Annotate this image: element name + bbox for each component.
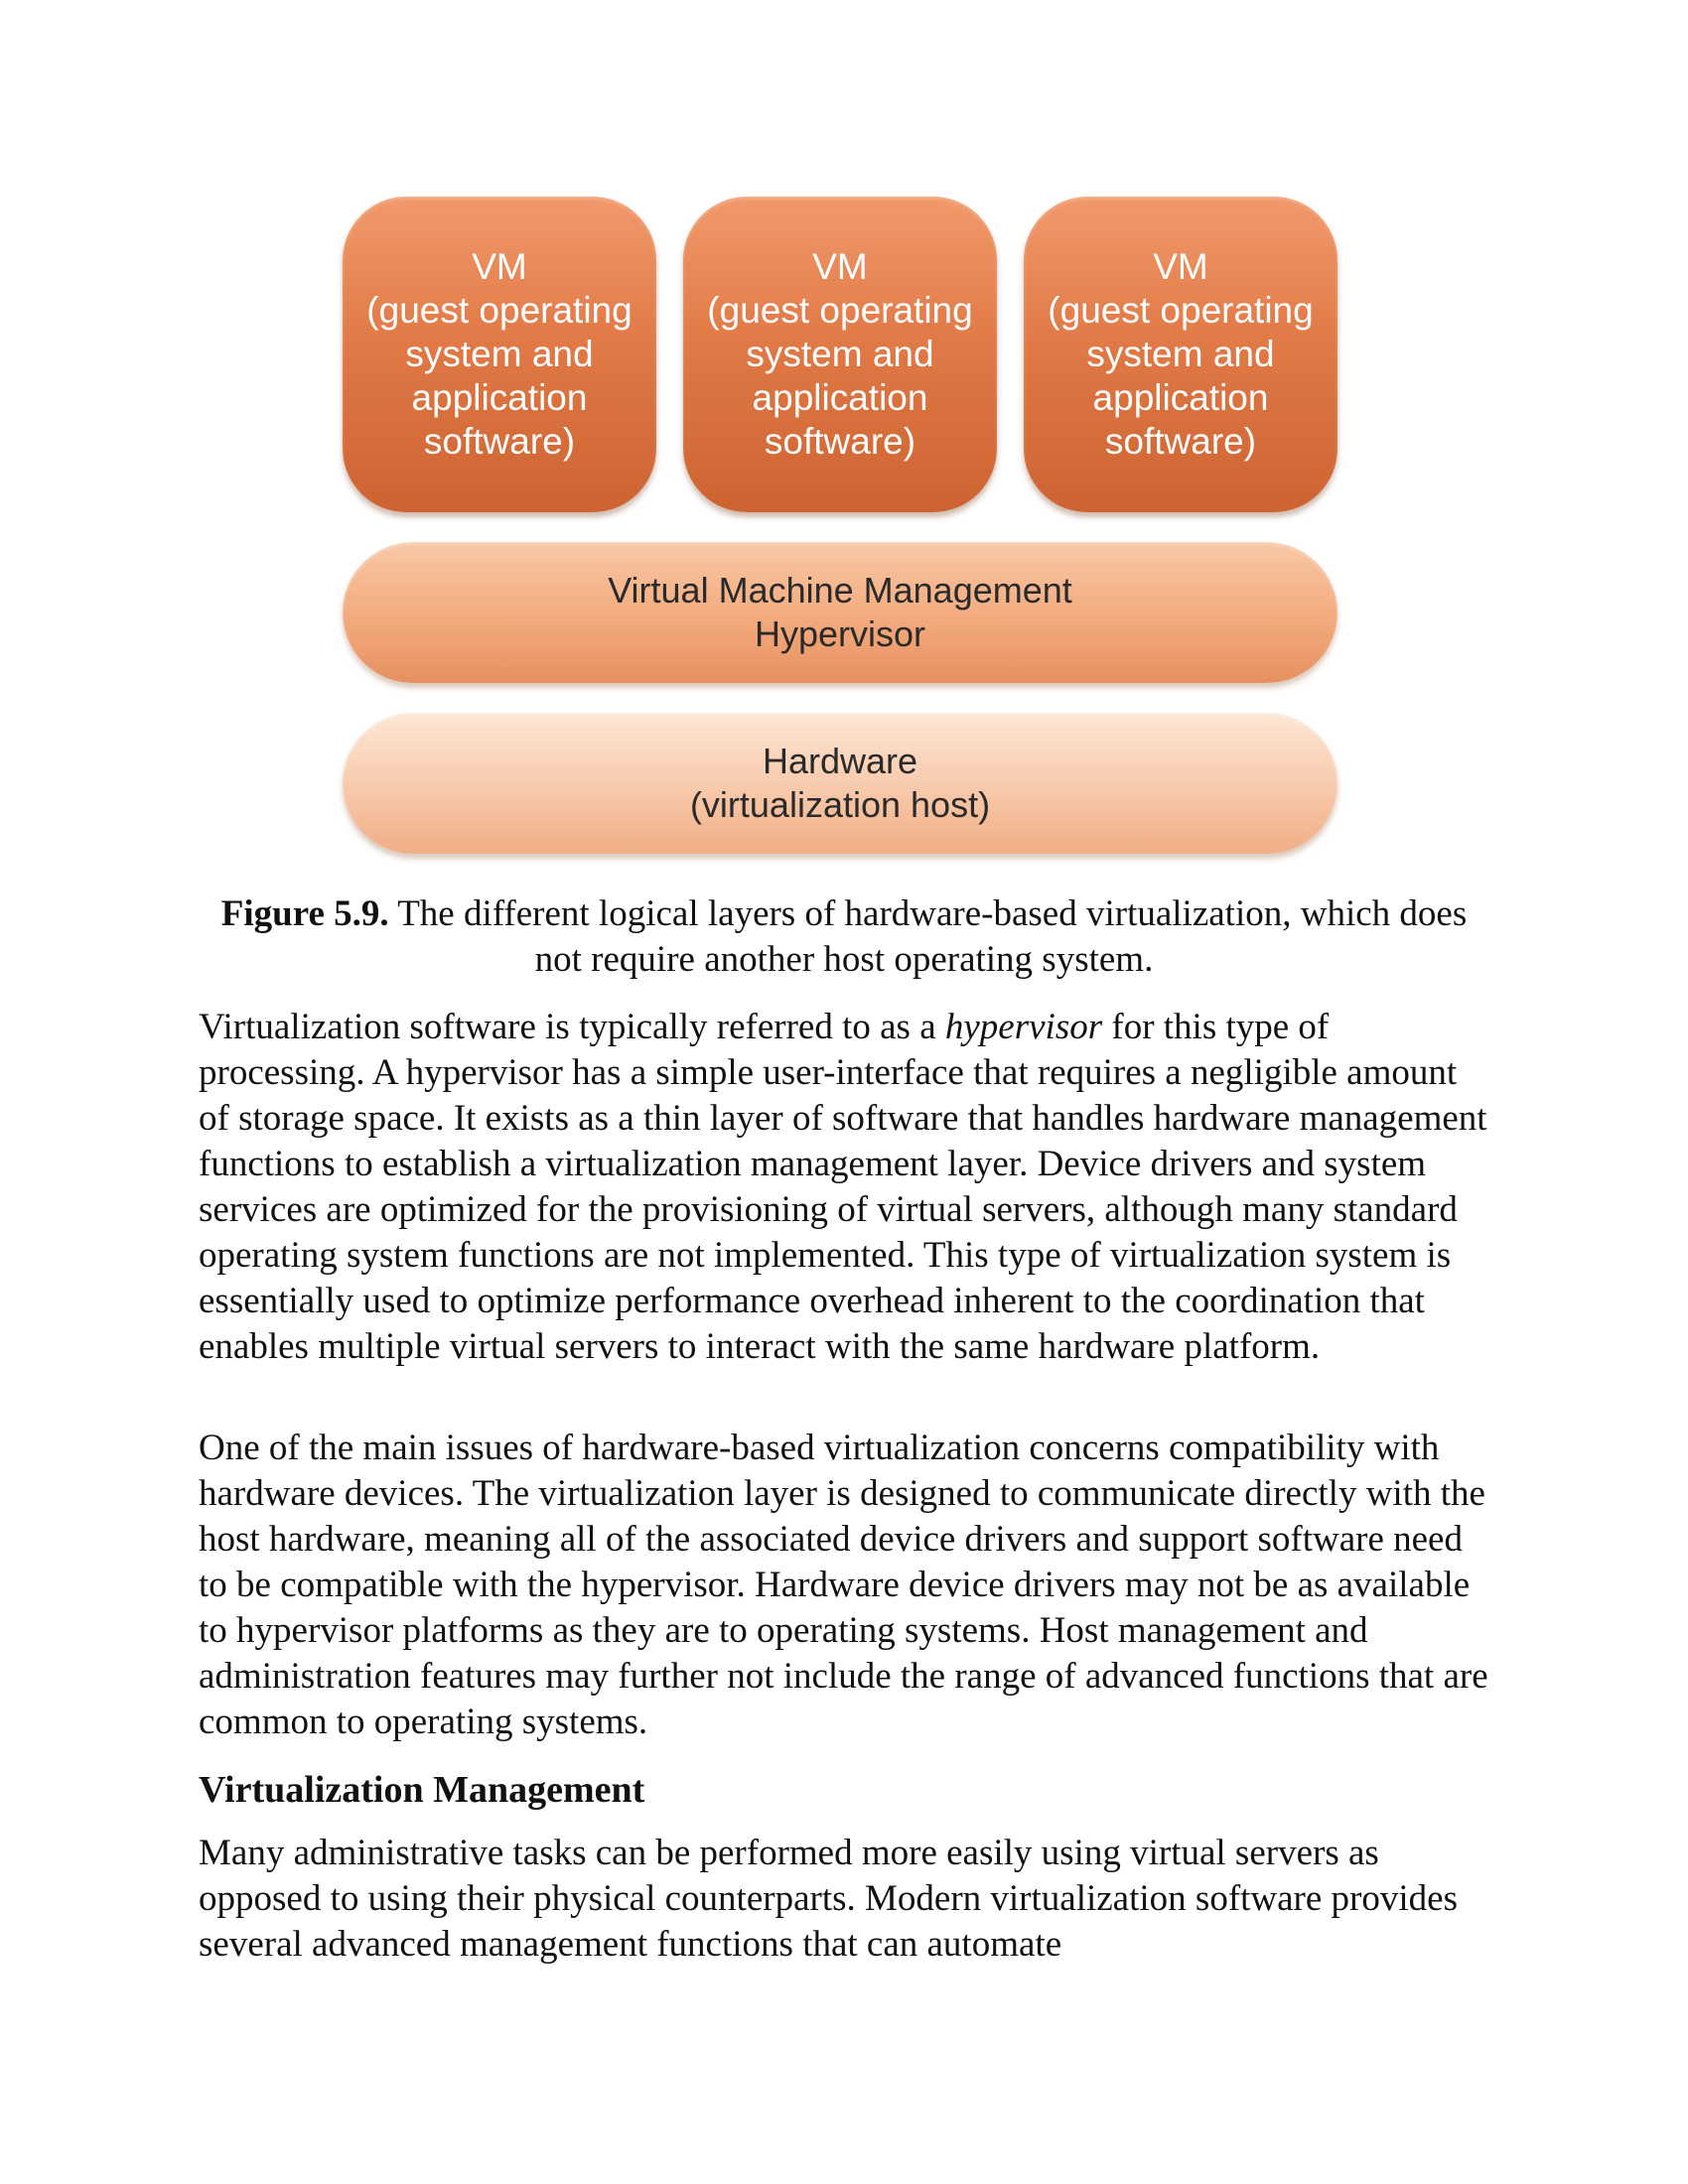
- paragraph-hypervisor-rest: for this type of processing. A hyperviso…: [199, 1007, 1487, 1367]
- paragraph-hypervisor-start: Virtualization software is typically ref…: [199, 1007, 945, 1047]
- vm-box-1: VM (guest operating system and applicati…: [343, 197, 656, 512]
- vm-box-3-label: VM (guest operating system and applicati…: [1048, 246, 1314, 462]
- hypervisor-emphasis: hypervisor: [944, 1007, 1103, 1047]
- figure-caption-text: The different logical layers of hardware…: [388, 893, 1468, 980]
- vm-box-3: VM (guest operating system and applicati…: [1024, 197, 1337, 512]
- paragraph-compatibility: One of the main issues of hardware-based…: [199, 1428, 1488, 1742]
- hardware-layer-label: Hardware (virtualization host): [689, 741, 991, 825]
- paragraph-management: Many administrative tasks can be perform…: [199, 1833, 1458, 1965]
- section-heading: Virtualization Management: [199, 1769, 645, 1811]
- hypervisor-layer: Virtual Machine Management Hypervisor: [343, 542, 1337, 683]
- hardware-layer: Hardware (virtualization host): [343, 713, 1337, 854]
- figure-caption-label: Figure 5.9.: [220, 893, 389, 934]
- virtualization-layers-figure: VM (guest operating system and applicati…: [343, 197, 1337, 854]
- figure-caption: Figure 5.9. The different logical layers…: [199, 891, 1489, 983]
- vm-box-2-label: VM (guest operating system and applicati…: [707, 246, 973, 462]
- vm-box-1-label: VM (guest operating system and applicati…: [366, 246, 633, 462]
- hypervisor-layer-label: Virtual Machine Management Hypervisor: [608, 570, 1072, 654]
- vm-box-2: VM (guest operating system and applicati…: [683, 197, 997, 512]
- paragraph-hypervisor: Virtualization software is typically ref…: [199, 1005, 1489, 1370]
